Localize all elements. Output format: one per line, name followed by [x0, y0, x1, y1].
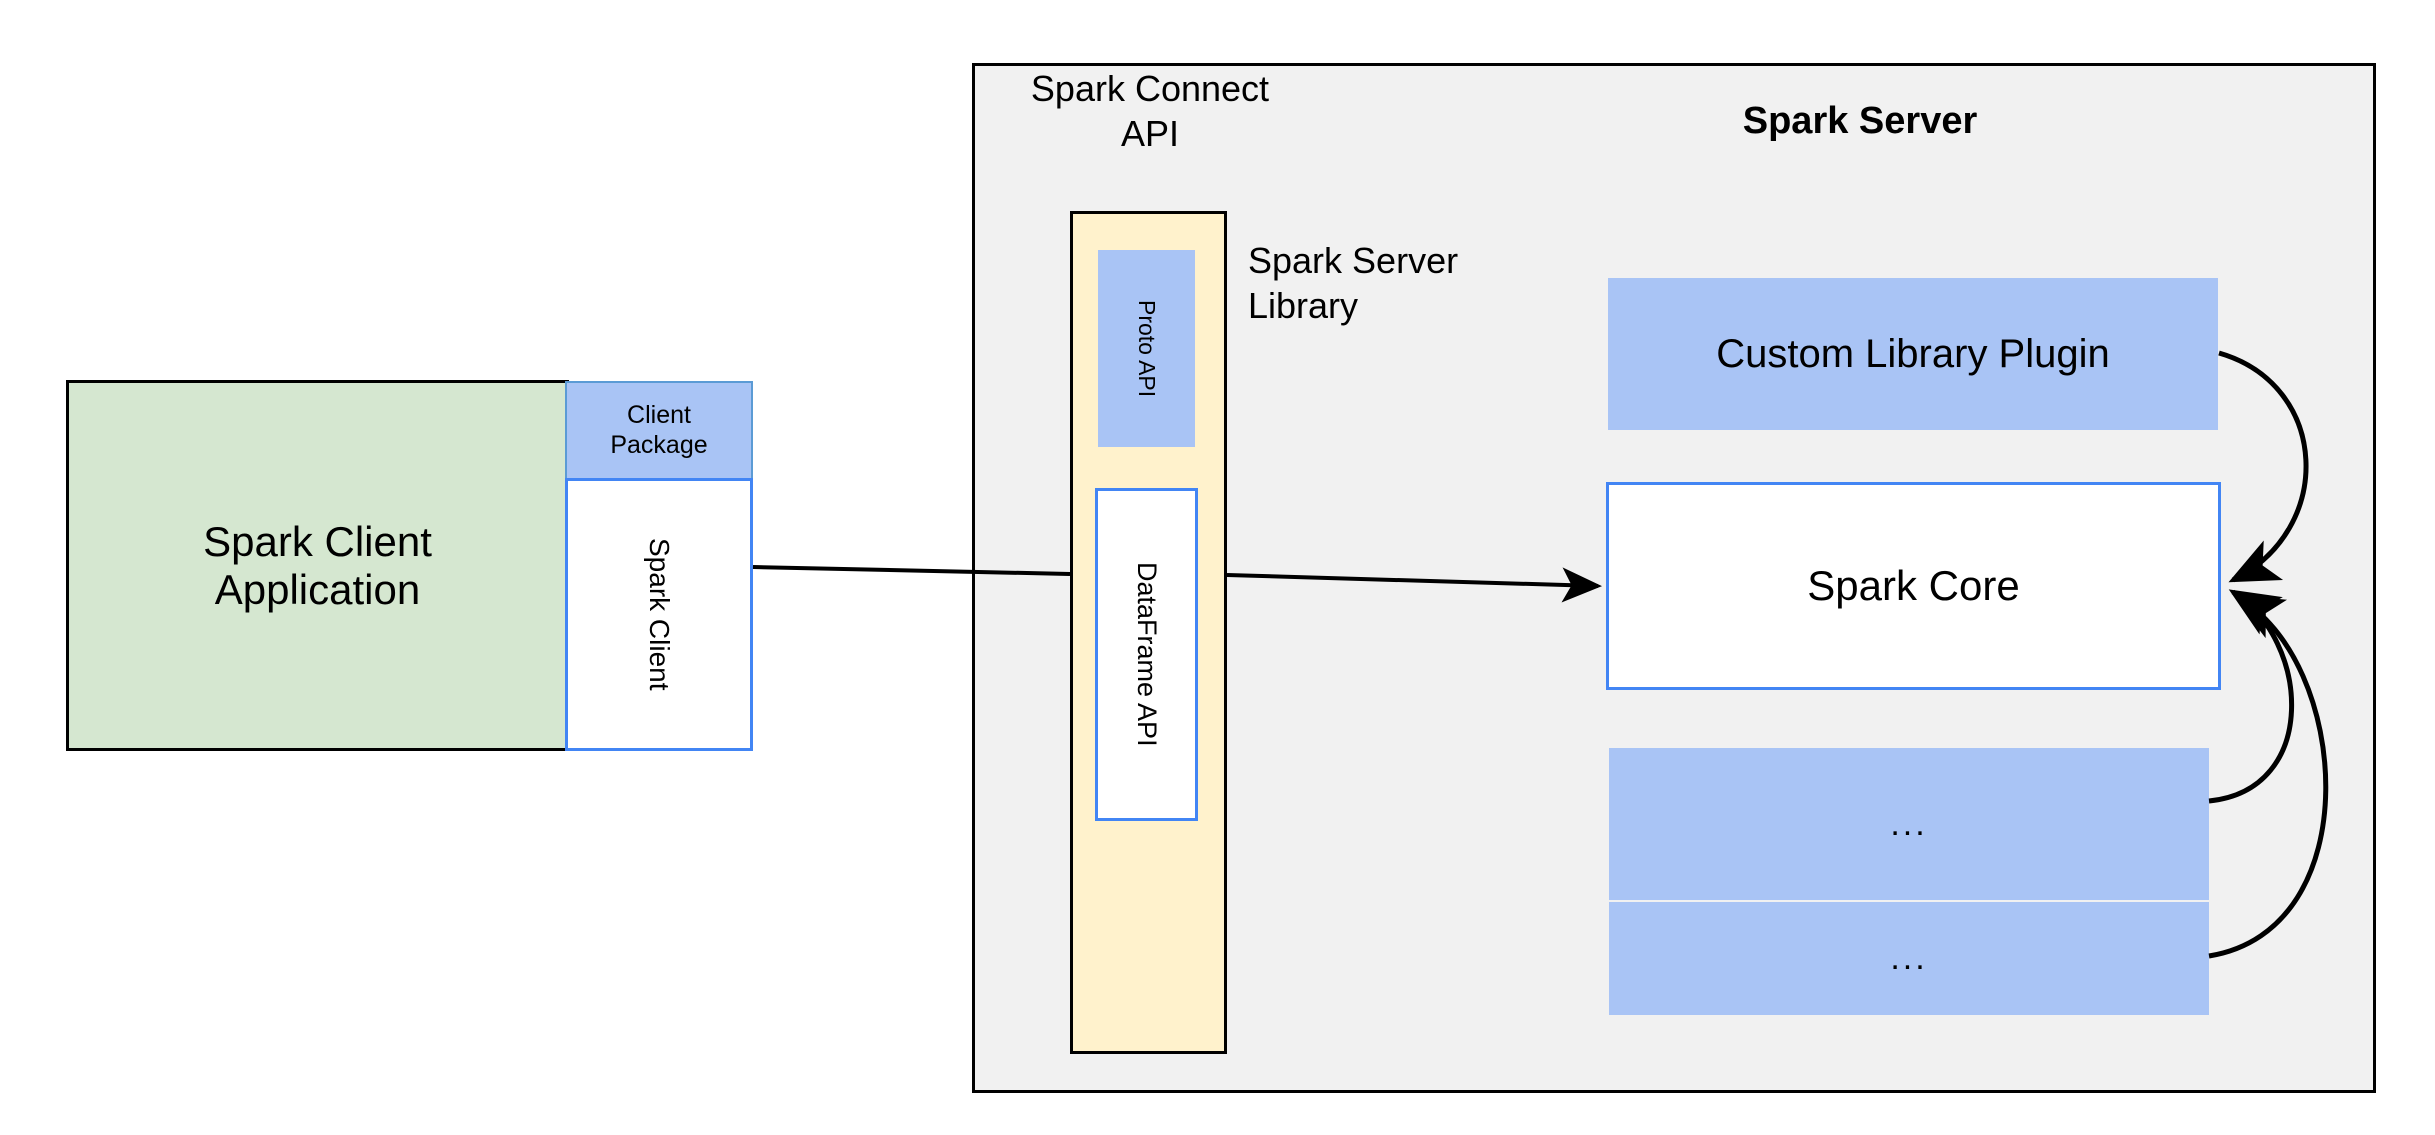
- client-package-box[interactable]: Client Package: [565, 381, 753, 478]
- plugin-placeholder-box-2[interactable]: ...: [1609, 902, 2209, 1015]
- client-package-label: Client Package: [610, 401, 708, 459]
- spark-client-label: Spark Client: [644, 538, 675, 691]
- spark-connect-api-label: Spark Connect API: [1030, 68, 1270, 154]
- spark-client-application-box[interactable]: Spark Client Application: [66, 380, 569, 751]
- dataframe-api-box[interactable]: DataFrame API: [1095, 488, 1198, 821]
- custom-library-plugin-box[interactable]: Custom Library Plugin: [1608, 278, 2218, 430]
- proto-api-label: Proto API: [1134, 299, 1160, 398]
- dataframe-api-label: DataFrame API: [1132, 562, 1162, 747]
- spark-core-box[interactable]: Spark Core: [1606, 482, 2221, 690]
- plugin-placeholder-label-2: ...: [1890, 939, 1928, 977]
- plugin-placeholder-label-1: ...: [1890, 804, 1928, 843]
- spark-server-title: Spark Server: [1742, 100, 1978, 142]
- spark-client-application-label: Spark Client Application: [203, 518, 432, 613]
- spark-server-library-label: Spark Server Library: [1248, 240, 1459, 326]
- plugin-placeholder-box-1[interactable]: ...: [1609, 748, 2209, 900]
- spark-core-label: Spark Core: [1807, 562, 2020, 609]
- proto-api-box[interactable]: Proto API: [1098, 250, 1195, 447]
- custom-library-plugin-label: Custom Library Plugin: [1716, 331, 2110, 376]
- spark-client-box[interactable]: Spark Client: [565, 478, 753, 751]
